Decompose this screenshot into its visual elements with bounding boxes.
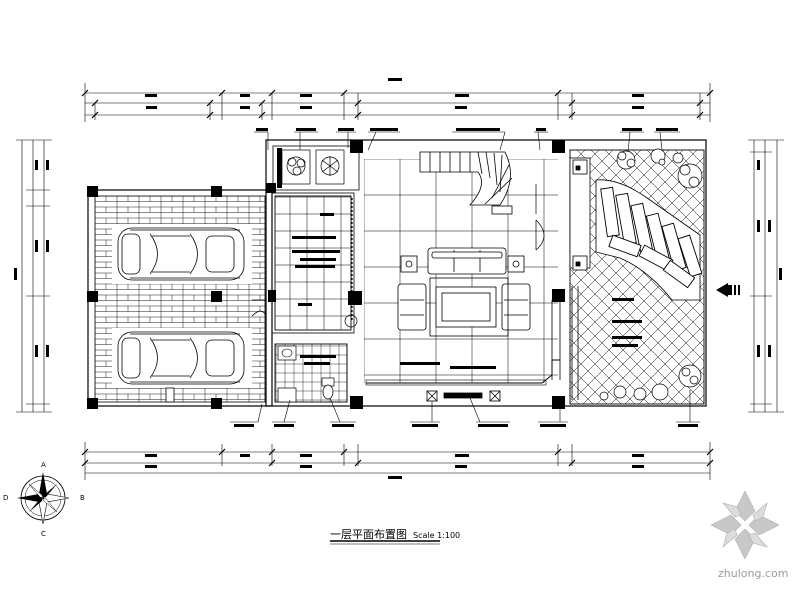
planter-bed	[569, 157, 591, 271]
compass-north-label: A	[41, 461, 46, 469]
bottom-dimension-ticks	[81, 448, 714, 467]
garage	[87, 186, 266, 409]
shrub-icon	[616, 148, 703, 189]
structural-columns-garage	[87, 186, 222, 409]
watermark-text: zhulong.com	[718, 567, 789, 580]
right-dimension-lines	[748, 139, 784, 413]
right-dimension-numbers	[757, 160, 782, 357]
top-dimension-ticks	[81, 89, 714, 119]
toilet-icon	[322, 384, 334, 400]
study-room	[271, 192, 355, 334]
bathroom	[274, 343, 348, 403]
left-dimension-numbers	[14, 160, 49, 357]
side-table-icon	[400, 255, 525, 273]
zhulong-logo-icon	[710, 490, 780, 560]
compass-west-label: D	[3, 494, 9, 502]
drawing-scale: Scale 1:100	[413, 531, 461, 540]
drawing-title-text: 一层平面布置图	[330, 528, 407, 541]
stepping-stones	[600, 186, 703, 289]
staircase	[419, 151, 513, 215]
entrance-garden	[569, 148, 705, 405]
car-icon	[117, 227, 245, 281]
drawing-title: 一层平面布置图 Scale 1:100	[330, 526, 460, 542]
plant-icon	[286, 156, 340, 176]
compass-south-label: C	[41, 530, 46, 538]
title-underline	[330, 540, 440, 545]
living-room	[344, 151, 561, 386]
windows	[426, 390, 501, 402]
annotation-labels-top	[254, 131, 680, 153]
shrub-icon	[599, 364, 702, 401]
bottom-dimension-numbers	[145, 454, 644, 479]
foyer	[272, 145, 360, 191]
structural-columns-main	[266, 140, 565, 409]
corridor	[251, 196, 267, 317]
entrance-arrow-icon	[716, 283, 740, 297]
annotation-labels-bottom	[230, 390, 700, 423]
annotation-text-top	[256, 128, 678, 131]
left-dimension-lines	[16, 139, 52, 413]
compass-east-label: B	[80, 494, 85, 502]
sofa-icon	[397, 247, 531, 337]
compass-icon	[17, 472, 70, 525]
top-dimension-numbers	[145, 78, 644, 109]
top-dimension-lines	[84, 83, 711, 122]
annotation-text-bottom	[234, 424, 698, 427]
car-icon	[117, 331, 245, 385]
bottom-dimension-lines	[84, 442, 711, 480]
